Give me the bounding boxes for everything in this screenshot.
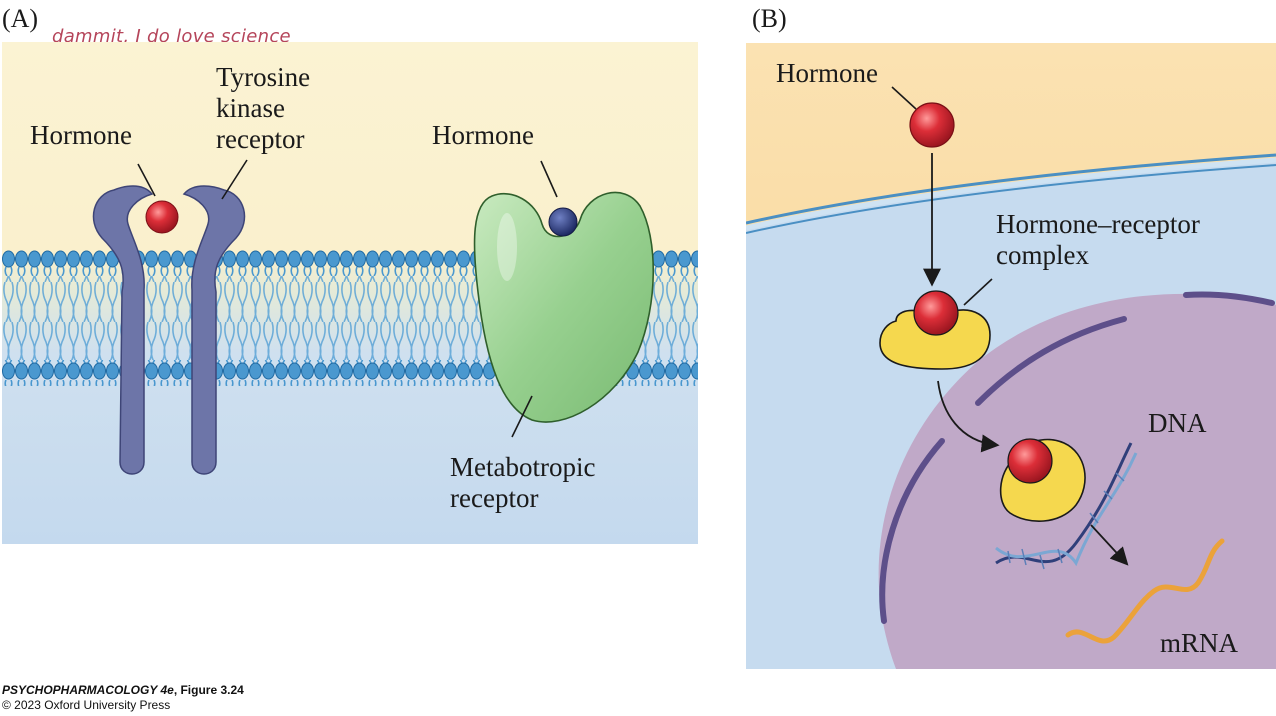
leader-tyrosine	[221, 159, 248, 200]
complex-on-dna	[999, 438, 1086, 522]
dna-helix	[995, 442, 1138, 570]
metabotropic-receptor	[473, 191, 655, 423]
leader-hormone-b	[891, 86, 917, 110]
panel-b-letter: (B)	[752, 4, 787, 33]
hormone-b-label: Hormone	[776, 58, 878, 88]
complex-label: Hormone–receptor complex	[996, 209, 1200, 270]
mrna-strand	[1065, 538, 1225, 644]
metabotropic-highlight	[497, 213, 517, 281]
credit-figure: , Figure 3.24	[173, 683, 244, 697]
metabotropic-label: Metabotropic receptor	[450, 452, 596, 513]
hormone-free-ball	[909, 102, 955, 148]
hormone-red-ball	[145, 200, 179, 234]
hormone-left-label: Hormone	[30, 120, 132, 150]
arrow-to-nucleus	[937, 380, 1000, 453]
hormone-receptor-complex	[879, 290, 991, 370]
hormone-blue-ball	[548, 207, 578, 237]
leader-metabotropic	[511, 395, 533, 438]
tyrosine-kinase-label: Tyrosine kinase receptor	[216, 62, 311, 154]
hormone-right-label: Hormone	[432, 120, 534, 150]
panel-a-letter: (A)	[2, 4, 39, 33]
figure-credit: PSYCHOPHARMACOLOGY 4e, Figure 3.24 © 202…	[2, 683, 244, 713]
arrow-to-mrna	[1090, 524, 1129, 566]
nuclear-envelope	[879, 291, 1275, 624]
panel-a-diagram	[2, 42, 698, 544]
plasma-membrane	[746, 153, 1276, 225]
handwritten-note: dammit, I do love science	[52, 26, 291, 47]
tyrosine-kinase-receptor	[92, 185, 246, 475]
dna-label: DNA	[1148, 408, 1207, 438]
leader-hormone-right	[540, 160, 558, 198]
credit-copyright: © 2023 Oxford University Press	[2, 698, 171, 712]
mrna-label: mRNA	[1160, 628, 1239, 658]
credit-title: PSYCHOPHARMACOLOGY 4e	[2, 683, 174, 697]
leader-hormone-left	[137, 163, 156, 197]
leader-complex	[963, 278, 993, 306]
panel-b-diagram	[746, 43, 1276, 669]
